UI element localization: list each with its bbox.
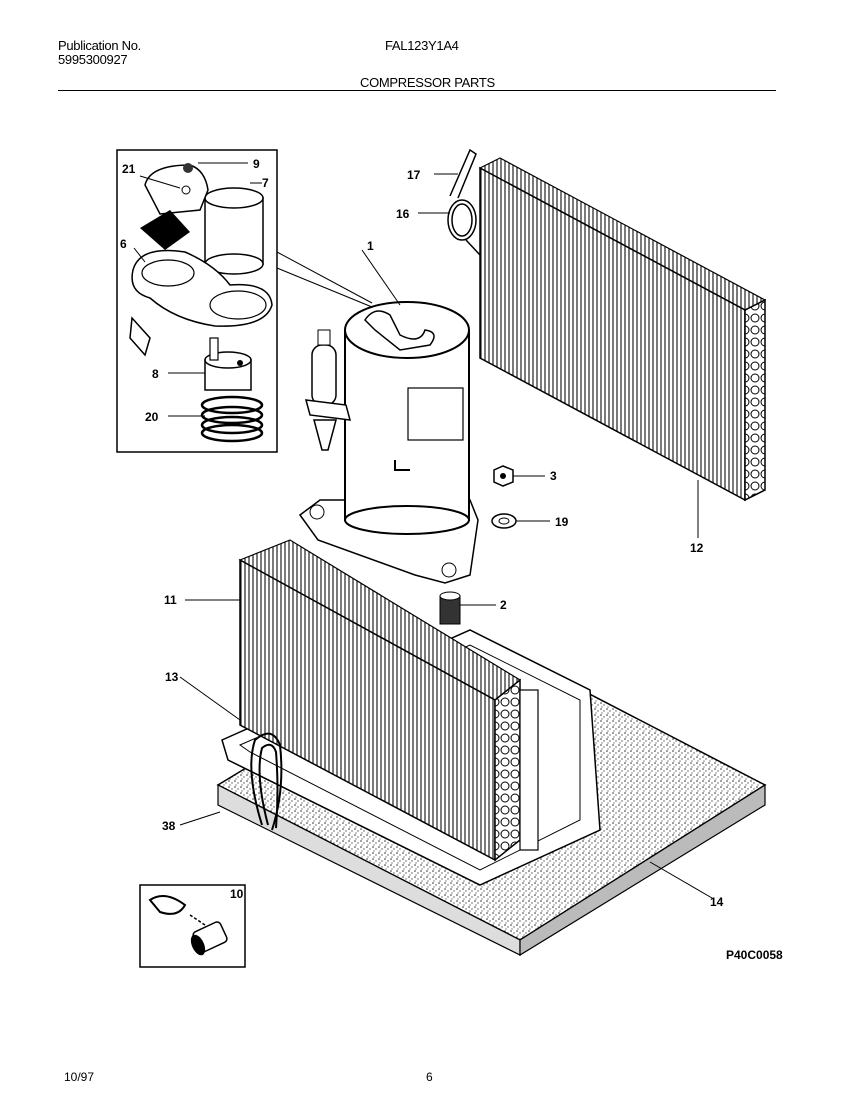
callout-9: 9 <box>253 157 260 171</box>
terminal-cover-cylinder <box>204 187 264 275</box>
footer-date: 10/97 <box>64 1070 95 1084</box>
callout-7: 7 <box>262 176 269 190</box>
overload-protector <box>204 337 252 391</box>
compressor <box>298 301 479 584</box>
callout-2: 2 <box>500 598 507 612</box>
page-number: 6 <box>426 1070 433 1084</box>
publication-label: Publication No. <box>58 38 141 53</box>
callout-17: 17 <box>407 168 421 182</box>
publication-number: 5995300927 <box>58 52 128 67</box>
mounting-hardware <box>439 465 517 625</box>
callout-6: 6 <box>120 237 127 251</box>
callout-20: 20 <box>145 410 159 424</box>
model-number: FAL123Y1A4 <box>385 38 459 53</box>
spring-clip <box>200 395 264 443</box>
drain-loop <box>250 732 283 831</box>
capillary-tubes <box>447 148 481 256</box>
callout-11: 11 <box>164 593 177 607</box>
callout-10: 10 <box>230 887 244 901</box>
callout-16: 16 <box>396 207 410 221</box>
callout-14: 14 <box>710 895 724 909</box>
callout-21: 21 <box>122 162 136 176</box>
part-10-inset <box>139 884 246 968</box>
callout-38: 38 <box>162 819 176 833</box>
evaporator-coil <box>238 539 539 862</box>
gasket <box>129 249 273 357</box>
cover-bracket <box>140 163 209 250</box>
callout-12: 12 <box>690 541 704 555</box>
callout-19: 19 <box>555 515 569 529</box>
callout-8: 8 <box>152 367 159 381</box>
condenser-coil <box>478 157 767 502</box>
leader-lines <box>133 162 713 899</box>
terminal-parts-inset <box>116 149 373 453</box>
diagram-code: P40C0058 <box>726 948 783 962</box>
callout-1: 1 <box>367 239 374 253</box>
section-title: COMPRESSOR PARTS <box>360 75 495 90</box>
callout-13: 13 <box>165 670 179 684</box>
header-rule <box>58 90 776 91</box>
callout-3: 3 <box>550 469 557 483</box>
